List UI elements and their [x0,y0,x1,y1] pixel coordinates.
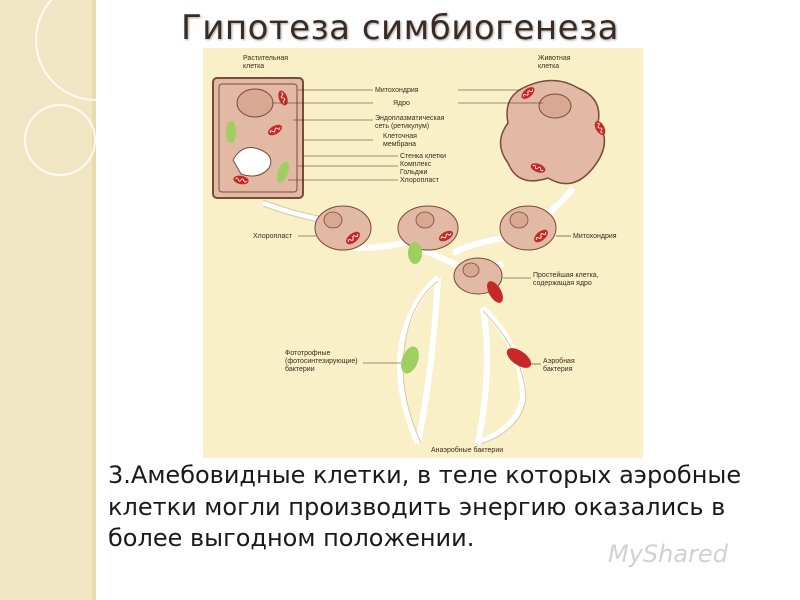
part-chloroplast: Хлоропласт [400,177,440,184]
aerobic-label-2: бактерия [543,365,573,373]
part-golgi-2: Гольджи [400,169,428,176]
watermark: MyShared [608,540,728,568]
part-nucleus: Ядро [393,100,410,107]
part-cell-wall: Стенка клетки [400,153,446,160]
mitochondrion-label: Митохондрия [573,233,617,240]
part-er-1: Эндоплазматическая [375,115,445,122]
animal-cell-label-2: клетка [538,63,559,70]
part-mitochondrion: Митохондрия [375,87,419,94]
phototroph-label-3: бактерии [285,365,315,373]
chloroplast-label: Хлоропласт [253,233,293,240]
animal-cell [501,81,608,184]
slide-title: Гипотеза симбиогенеза [0,8,800,48]
phototroph-label-2: (фотосинтезирующие) [285,358,358,365]
mitochondrion-cell [500,206,556,250]
part-membrane-1: Клеточная [383,133,417,140]
plant-cell-label-2: клетка [243,63,264,70]
protist-label-1: Простейшая клетка, [533,271,599,279]
animal-cell-label-1: Животная [538,55,571,62]
decor-circles [0,0,96,600]
part-golgi-1: Комплекс [400,161,432,168]
part-er-2: сеть (ретикулум) [375,123,429,130]
symbiogenesis-figure: Растительная клетка Животная клетка Мито… [203,48,643,458]
phototroph-label-1: Фототрофные [285,350,331,357]
plant-cell-label-1: Растительная [243,55,288,62]
part-membrane-2: мембрана [383,140,416,148]
protist-label-2: содержащая ядро [533,280,592,287]
aerobic-label-1: Аэробная [543,357,575,365]
anaerobic-label: Анаэробные бактерии [431,446,503,454]
chloroplast-cell [315,206,371,250]
